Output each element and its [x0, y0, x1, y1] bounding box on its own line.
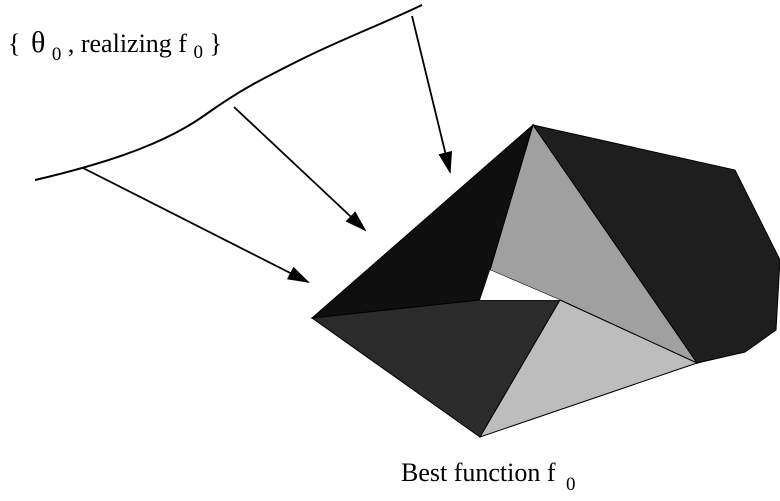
parameter-set-label: { θ 0 , realizing f 0 } [8, 26, 222, 66]
folded-surface [310, 123, 780, 438]
label-open-brace: { [8, 29, 20, 58]
surface-face-bottom-light [478, 299, 699, 438]
best-function-label: Best function f 0 [401, 458, 576, 495]
parameter-curve [34, 4, 423, 181]
best-function-text: Best function f [401, 458, 556, 487]
label-theta: θ [31, 26, 45, 59]
label-close-brace: } [209, 29, 221, 58]
label-theta-subscript: 0 [52, 44, 62, 65]
mapping-arrow-left [82, 167, 310, 283]
label-realizing-text: , realizing f [68, 29, 187, 58]
best-function-subscript: 0 [566, 474, 576, 495]
surface-hole [480, 270, 560, 300]
mapping-arrow-middle [233, 106, 367, 232]
mapping-arrow-right [411, 15, 453, 174]
label-f-subscript: 0 [193, 42, 203, 63]
